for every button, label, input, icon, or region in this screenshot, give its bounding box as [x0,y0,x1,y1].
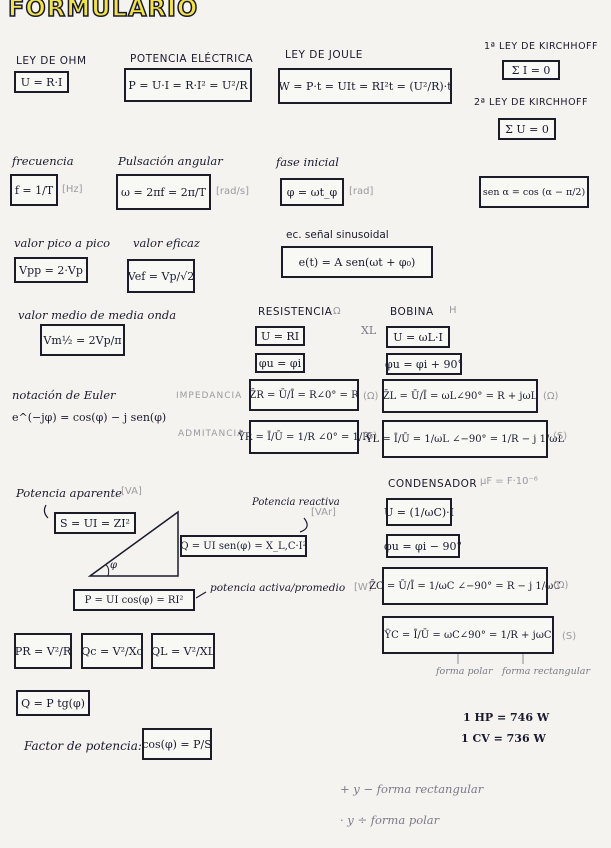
heading-senal: ec. señal sinusoidal [286,229,389,241]
unit-ohm-zc: (Ω) [553,580,569,591]
heading-vef: valor eficaz [133,236,200,250]
unit-w: [W] [354,582,372,593]
formula-pulsacion: ω = 2πf = 2π/T [116,174,211,210]
conversion-cv: 1 CV = 736 W [461,732,546,745]
formula-senal: e(t) = A sen(ωt + φ₀) [281,246,433,278]
unit-hz: [Hz] [62,184,83,195]
label-phi: φ [110,560,118,571]
formula-yr: ȲR = Ī/Ū = 1/R ∠0° = 1/R [238,420,370,454]
formula-yl: ȲL = Ī/Ū = 1/ωL ∠−90° = 1/R − j 1/ωL [366,420,564,458]
formula-yc: ȲC = Ī/Ū = ωC∠90° = 1/R + jωC [382,616,554,654]
unit-ohm-zl: (Ω) [543,391,559,402]
formula-seno: sen α = cos (α − π/2) [479,176,589,208]
formula-q: Q = UI sen(φ) = X_L,C·I² [180,535,307,557]
unit-ohm-zr: (Ω) [363,391,379,402]
heading-fase: fase inicial [276,155,339,169]
heading-ley-ohm: LEY DE OHM [16,55,87,67]
formula-fase: φ = ωt_φ [280,178,344,206]
formula-zr: Z̄R = Ū/Ī = R∠0° = R [249,379,359,411]
note-forma-rectangular: forma rectangular [502,666,590,677]
formula-res-phi: φu = φi [255,353,305,373]
heading-vpp: valor pico a pico [14,236,111,250]
formula-zc: Z̄C = Ū/Ī = 1/ωC ∠−90° = R − j 1/ωC [369,567,561,605]
heading-resistencia: RESISTENCIA [258,306,333,318]
heading-potencia-activa: potencia activa/promedio [210,582,346,594]
formula-cond-phi: φu = φi − 90° [384,534,462,558]
formula-res-u: U = RI [255,326,305,346]
heading-kirchhoff-1: 1ª LEY DE KIRCHHOFF [484,41,598,52]
heading-factor-potencia: Factor de potencia: [24,739,142,753]
unit-rad: [rad] [349,186,374,197]
heading-potencia: POTENCIA ELÉCTRICA [130,53,254,65]
formula-factor-potencia: cos(φ) = P/S [142,728,212,760]
heading-vmedio: valor medio de media onda [18,308,177,322]
unit-siemens-yc: (S) [562,631,577,642]
heading-joule: LEY DE JOULE [285,49,363,61]
formula-vpp: Vpp = 2·Vp [14,257,88,283]
formula-pr: PR = V²/R [14,633,72,669]
legend-polar: · y ÷ forma polar [340,813,440,827]
formula-joule: W = P·t = UIt = RI²t = (U²/R)·t [278,68,452,104]
note-forma-polar: forma polar [436,666,493,677]
formula-qtg: Q = P tg(φ) [16,690,90,716]
heading-potencia-reactiva: Potencia reactiva [252,497,340,508]
formula-p: P = UI cos(φ) = RI² [73,589,195,611]
label-admitancia: ADMITANCIA [178,429,245,439]
unit-ohm-symbol: Ω [333,306,341,317]
formula-s: S = UI = ZI² [54,512,136,534]
legend-rectangular: + y − forma rectangular [340,782,484,796]
formula-qc: Qc = V²/Xc [81,633,143,669]
label-impedancia: IMPEDANCIA [176,391,243,401]
formula-bob-u: U = ωL·I [386,326,450,348]
formula-vef: Vef = Vp/√2 [127,259,195,293]
formula-cond-u: U = (1/ωC)·I [384,498,454,526]
formula-kirchhoff-1: Σ I = 0 [502,60,560,80]
formula-euler: e^(−jφ) = cos(φ) − j sen(φ) [12,411,167,424]
formula-zl: Z̄L = Ū/Ī = ωL∠90° = R + jωL [382,379,538,413]
formula-potencia: P = U·I = R·I² = U²/R [124,68,252,102]
heading-kirchhoff-2: 2ª LEY DE KIRCHHOFF [474,97,588,108]
formula-ohm: U = R·I [14,71,69,93]
conversion-hp: 1 HP = 746 W [463,711,550,724]
heading-potencia-aparente: Potencia aparente [16,486,122,500]
label-xl: XL [361,324,377,337]
unit-henry: H [449,305,457,316]
unit-var: [VAr] [311,507,336,518]
heading-euler: notación de Euler [12,388,116,402]
formula-vmedio: Vm½ = 2Vp/π [40,324,125,356]
formula-bob-phi: φu = φi + 90° [385,353,463,375]
unit-siemens-yl: (S) [553,431,568,442]
unit-microfarad: μF = F·10⁻⁶ [480,476,538,487]
formula-kirchhoff-2: Σ U = 0 [498,118,556,140]
formula-ql: QL = V²/XL [151,633,215,669]
page-title: FORMULARIO [7,0,199,23]
unit-va: [VA] [121,486,142,497]
heading-condensador: CONDENSADOR [388,478,478,490]
heading-pulsacion: Pulsación angular [118,154,223,168]
unit-siemens-yr: (S) [363,431,378,442]
heading-frecuencia: frecuencia [12,154,74,168]
unit-rads: [rad/s] [216,186,249,197]
formula-frecuencia: f = 1/T [10,174,58,206]
heading-bobina: BOBINA [390,306,434,318]
